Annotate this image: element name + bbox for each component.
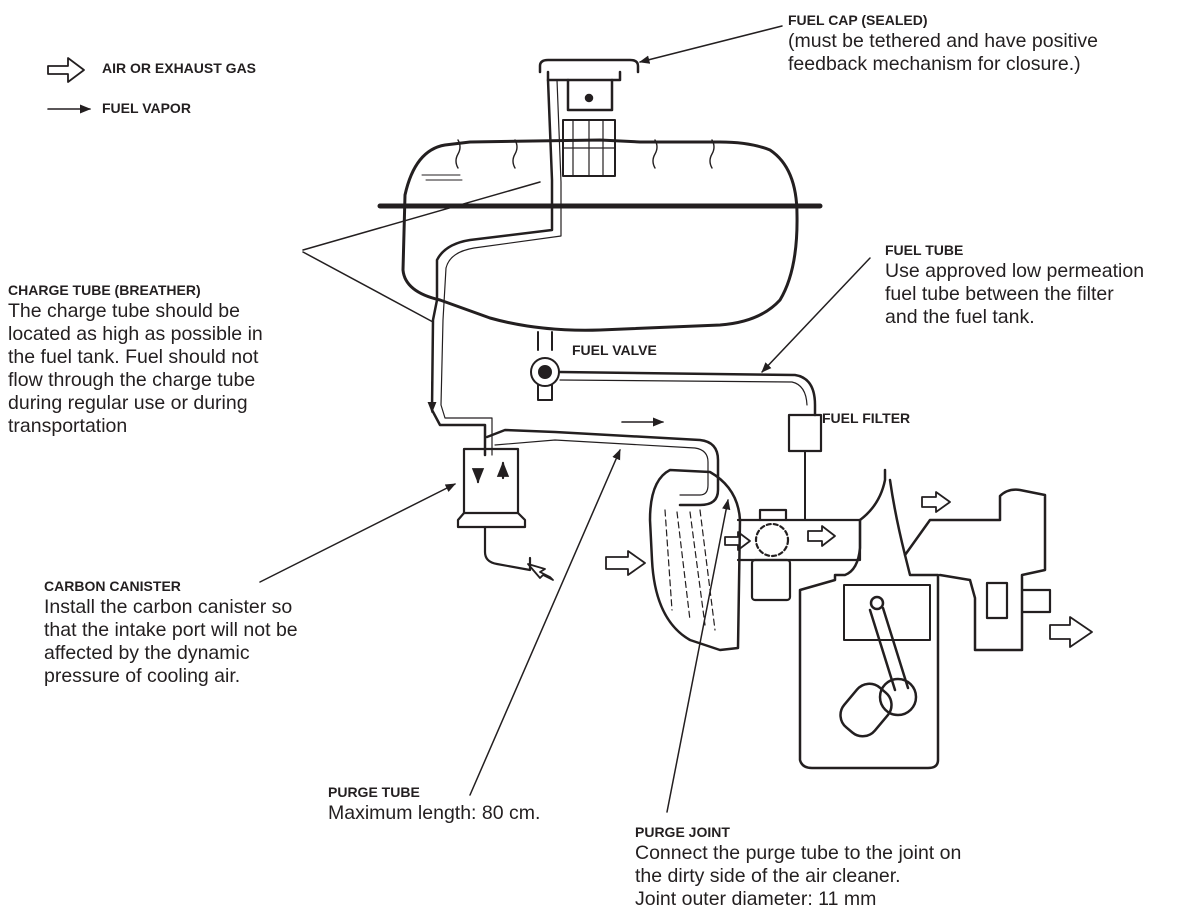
engine-block [798, 468, 1047, 770]
purge-tube [485, 428, 720, 507]
legend-vapor: FUEL VAPOR [44, 100, 191, 116]
callout-fuel-tube: FUEL TUBE Use approved low permeation fu… [885, 242, 1145, 328]
fuel-tank [401, 138, 799, 332]
callout-title: PURGE JOINT [635, 824, 730, 840]
legend-hollow-arrow-icon [47, 57, 85, 83]
callout-charge-tube: CHARGE TUBE (BREATHER) The charge tube s… [8, 282, 263, 437]
callout-title: FUEL TUBE [885, 242, 964, 258]
callout-title: CARBON CANISTER [44, 578, 181, 594]
fuel-valve-body [530, 331, 560, 401]
exhaust-flow-arrow [1049, 616, 1093, 648]
leader-carbon-canister [259, 483, 456, 583]
air-flow-arrow-intake [605, 550, 646, 576]
callout-purge-joint: PURGE JOINT Connect the purge tube to th… [635, 824, 962, 910]
carbon-canister [456, 447, 532, 572]
fuel-cap [538, 58, 640, 177]
callout-purge-tube: PURGE TUBE Maximum length: 80 cm. [328, 784, 541, 824]
fuel-level-lines [421, 174, 463, 181]
leader-fuel-cap [638, 25, 783, 64]
callout-fuel-cap: FUEL CAP (SEALED) (must be tethered and … [788, 12, 1099, 75]
legend-air-label: AIR OR EXHAUST GAS [102, 60, 257, 76]
air-cleaner [648, 468, 742, 652]
legend-vapor-label: FUEL VAPOR [102, 100, 191, 116]
fuel-filter-body [787, 413, 823, 453]
label-fuel-filter: FUEL FILTER [822, 410, 911, 426]
label-fuel-valve: FUEL VALVE [572, 342, 657, 358]
carburetor [736, 508, 862, 602]
callout-title: FUEL CAP (SEALED) [788, 12, 928, 28]
air-flow-arrow-canister [527, 563, 554, 581]
callout-title: PURGE TUBE [328, 784, 420, 800]
leader-purge-tube [469, 449, 621, 796]
fuel-line [558, 370, 817, 417]
charge-tube [430, 78, 554, 457]
callout-carbon-canister: CARBON CANISTER Install the carbon canis… [44, 578, 298, 687]
vapor-squiggles [455, 139, 715, 169]
exhaust-muffler [985, 581, 1052, 620]
leader-charge-tube-1 [302, 181, 541, 251]
leader-fuel-tube [761, 257, 871, 373]
legend-air: AIR OR EXHAUST GAS [44, 60, 256, 76]
callout-title: CHARGE TUBE (BREATHER) [8, 282, 201, 298]
leader-charge-tube-2 [302, 251, 434, 323]
leader-purge-joint [666, 498, 731, 813]
